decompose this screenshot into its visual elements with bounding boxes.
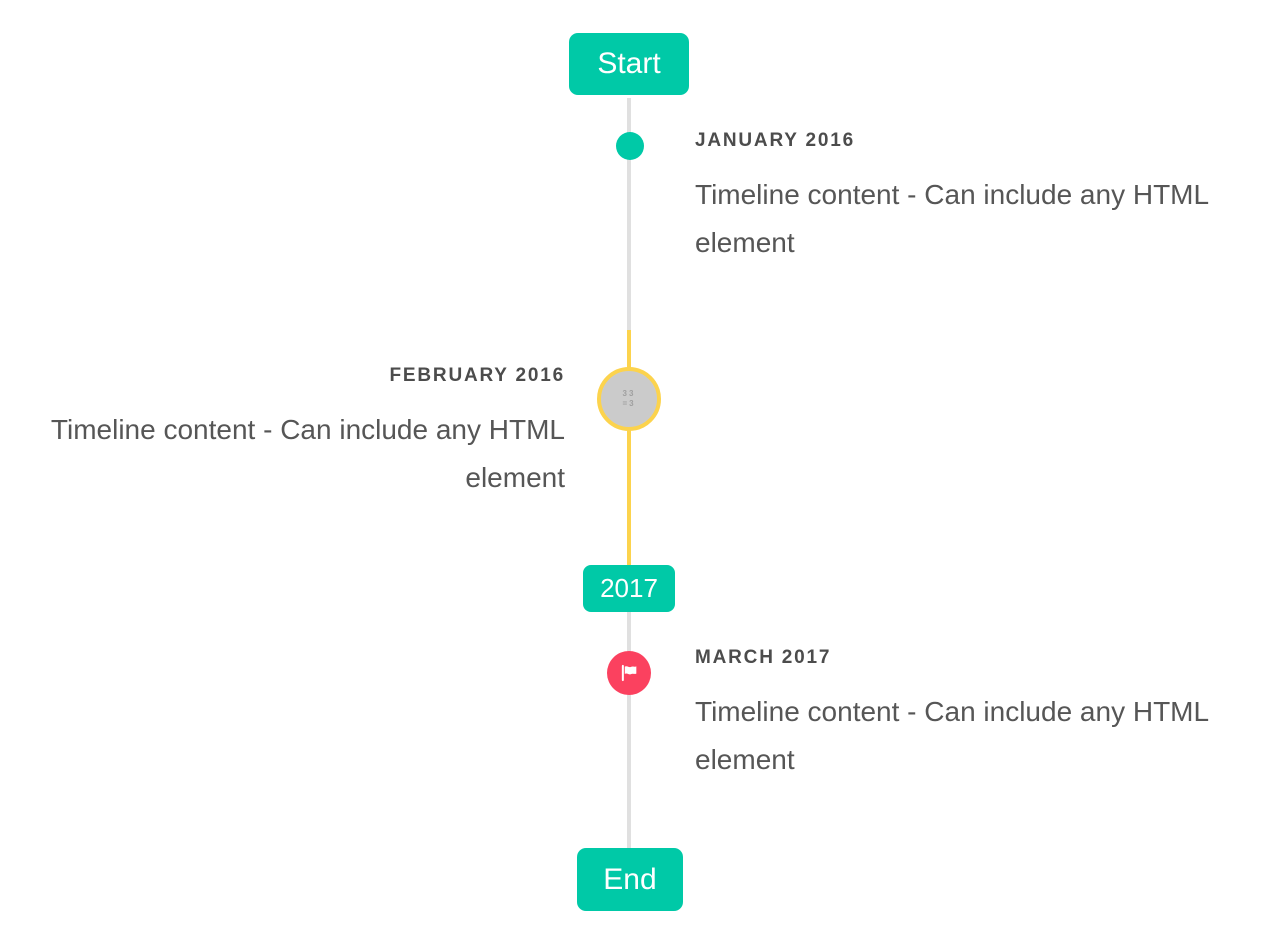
year-2017-badge[interactable]: 2017 bbox=[583, 565, 675, 612]
item-content: Timeline content - Can include any HTML … bbox=[50, 414, 565, 493]
item-title: JANUARY 2016 bbox=[695, 130, 855, 151]
timeline-item-february-2016: FEBRUARY 2016 Timeline content - Can inc… bbox=[40, 366, 565, 502]
highlighted-circle-marker: 33 =3 bbox=[597, 367, 661, 431]
end-badge[interactable]: End bbox=[577, 848, 683, 911]
timeline-line-segment-top bbox=[627, 98, 631, 330]
item-title: FEBRUARY 2016 bbox=[389, 365, 565, 386]
flag-icon bbox=[618, 662, 640, 684]
timeline-item-january-2016: JANUARY 2016 Timeline content - Can incl… bbox=[695, 131, 1220, 267]
timeline-item-march-2017: MARCH 2017 Timeline content - Can includ… bbox=[695, 648, 1220, 784]
timeline-line-segment-bottom bbox=[627, 612, 631, 848]
flag-circle-marker bbox=[607, 651, 651, 695]
marker-placeholder-glyph: 33 =3 bbox=[622, 389, 636, 408]
item-content: Timeline content - Can include any HTML … bbox=[695, 179, 1209, 258]
timeline-line-segment-highlighted bbox=[627, 330, 631, 565]
start-badge[interactable]: Start bbox=[569, 33, 689, 95]
teal-dot-marker bbox=[616, 132, 644, 160]
item-title: MARCH 2017 bbox=[695, 647, 832, 668]
item-content: Timeline content - Can include any HTML … bbox=[695, 696, 1209, 775]
